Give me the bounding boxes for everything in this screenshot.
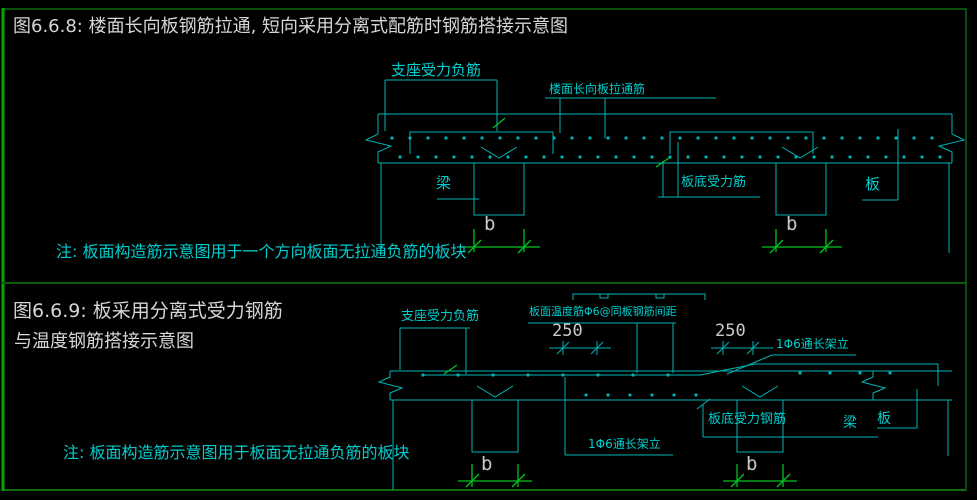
fig669-beam-width-right: b: [746, 453, 758, 475]
fig668-rebar-dots: [390, 136, 942, 159]
fig668-title: 图6.6.8: 楼面长向板钢筋拉通, 短向采用分离式配筋时钢筋搭接示意图: [13, 16, 569, 37]
frame-border-lines: [1, 8, 967, 491]
fig669-beam-width-left: b: [481, 453, 493, 475]
fig669-label-temperature-bar: 板面温度筋Φ6@同板钢筋间距: [529, 305, 677, 318]
fig669-dim-250-left: 250: [552, 321, 583, 341]
fig669-rebar-dots: [421, 371, 892, 397]
fig668-label-slab: 板: [865, 175, 881, 193]
fig669-label-slab: 板: [877, 411, 891, 427]
fig669-section-lines: [377, 293, 952, 490]
fig668-section-lines: [364, 113, 966, 253]
fig668-dim-ticks: [460, 117, 842, 254]
fig669-note: 注: 板面构造筋示意图用于板面无拉通负筋的板块: [63, 443, 410, 462]
fig669-label-support-negative-bar: 支座受力负筋: [401, 309, 480, 324]
fig669-dim-250-right: 250: [715, 321, 746, 341]
fig668-label-floor-long-through-bar: 楼面长向板拉通筋: [549, 82, 646, 96]
fig669-title-line2: 与温度钢筋搭接示意图: [14, 331, 194, 352]
fig668-label-support-negative-bar: 支座受力负筋: [391, 61, 482, 79]
fig668-note: 注: 板面构造筋示意图用于一个方向板面无拉通负筋的板块: [56, 242, 467, 261]
fig668-lap-marks: [480, 146, 819, 159]
fig669-dim-ticks: [443, 364, 797, 488]
fig669-label-slab-bottom-bar: 板底受力钢筋: [708, 412, 787, 427]
fig668-leader-lines: [384, 79, 899, 201]
fig669-title-line1: 图6.6.9: 板采用分离式受力钢筋: [13, 300, 283, 322]
fig669-label-erection-bar-top: 1Φ6通长架立: [776, 337, 849, 351]
fig669-leader-lines: [399, 322, 918, 456]
fig668-label-beam: 梁: [436, 174, 452, 192]
fig669-label-beam: 梁: [843, 415, 857, 431]
fig668-beam-width-left: b: [484, 213, 496, 235]
fig669-lap-marks: [476, 385, 779, 398]
fig668-beam-width-right: b: [786, 213, 798, 235]
fig669-label-erection-bar-bottom: 1Φ6通长架立: [588, 437, 661, 451]
fig668-label-slab-bottom-bar: 板底受力筋: [681, 175, 747, 190]
